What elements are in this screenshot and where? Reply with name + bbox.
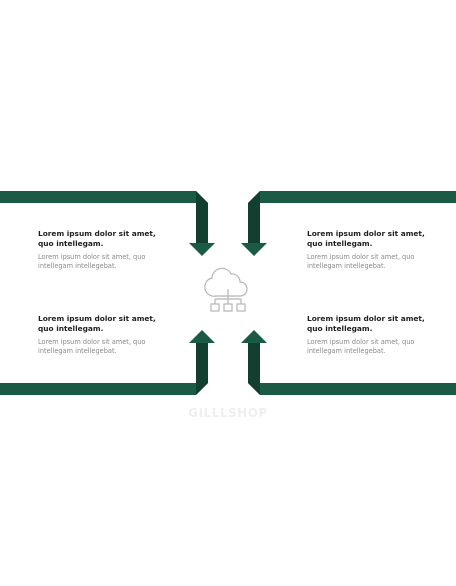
block-body: Lorem ipsum dolor sit amet, quo intelleg… — [307, 253, 415, 270]
text-block-top-left: Lorem ipsum dolor sit amet, quo intelleg… — [38, 229, 156, 271]
block-heading: Lorem ipsum dolor sit amet, quo intelleg… — [307, 314, 425, 333]
arrow-top-left — [0, 191, 215, 256]
arrow-bottom-left — [0, 330, 215, 395]
arrow-bottom-right — [241, 330, 456, 395]
block-body: Lorem ipsum dolor sit amet, quo intelleg… — [307, 338, 415, 355]
arrow-bottom-right-band — [248, 383, 456, 395]
block-body: Lorem ipsum dolor sit amet, quo intelleg… — [38, 253, 146, 270]
block-body: Lorem ipsum dolor sit amet, quo intelleg… — [38, 338, 146, 355]
watermark: GILLLSHOP — [188, 406, 268, 420]
arrow-bottom-right-head — [241, 330, 267, 343]
block-heading: Lorem ipsum dolor sit amet, quo intelleg… — [38, 229, 156, 248]
text-block-bottom-left: Lorem ipsum dolor sit amet, quo intelleg… — [38, 314, 156, 356]
arrow-bottom-left-shaft — [196, 343, 208, 395]
arrow-top-right — [241, 191, 456, 256]
block-heading: Lorem ipsum dolor sit amet, quo intelleg… — [307, 229, 425, 248]
arrow-top-left-shaft — [196, 191, 208, 243]
arrow-top-right-shaft — [248, 191, 260, 243]
arrow-top-right-band — [248, 191, 456, 203]
arrow-bottom-left-head — [189, 330, 215, 343]
arrow-bottom-right-shaft — [248, 343, 260, 395]
text-block-top-right: Lorem ipsum dolor sit amet, quo intelleg… — [307, 229, 425, 271]
arrow-top-left-head — [189, 243, 215, 256]
arrow-top-left-band — [0, 191, 208, 203]
cloud-network-icon — [204, 267, 248, 312]
arrow-top-right-head — [241, 243, 267, 256]
block-heading: Lorem ipsum dolor sit amet, quo intelleg… — [38, 314, 156, 333]
text-block-bottom-right: Lorem ipsum dolor sit amet, quo intelleg… — [307, 314, 425, 356]
arrow-bottom-left-band — [0, 383, 208, 395]
